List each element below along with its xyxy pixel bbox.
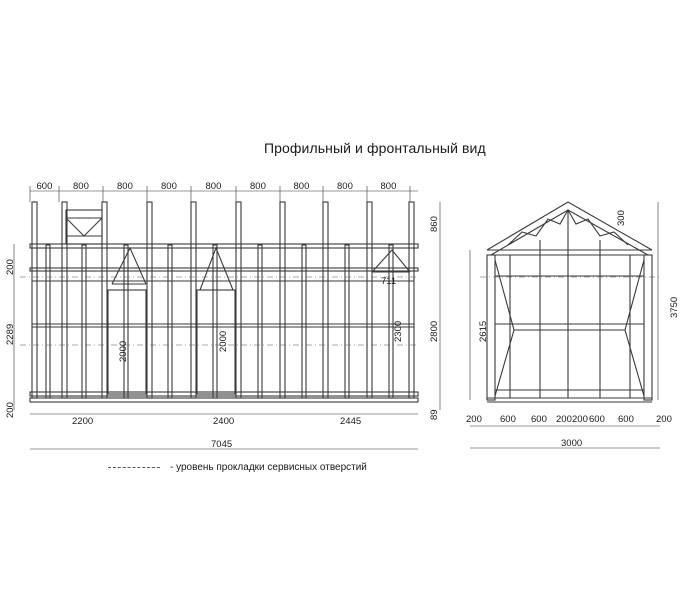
side-top-span-label: 800 [381,181,397,192]
side-top-span-label: 800 [250,181,266,192]
front-span-6: 600 [618,414,634,425]
side-right-dim-mid: 2800 [429,321,440,342]
side-left-dim-bottom: 200 [5,402,16,418]
side-top-span-label: 800 [117,181,133,192]
side-view-frame [20,201,419,403]
side-bottom-span-3: 2445 [340,416,361,427]
side-top-span-label: 800 [294,181,310,192]
side-top-span-label: 800 [206,181,222,192]
front-span-5: 600 [589,414,605,425]
side-bottom-span-1: 2200 [72,416,93,427]
legend-dash-line [108,466,160,468]
front-span-2: 600 [531,414,547,425]
front-dimensions [469,202,660,449]
door-height-1: 2000 [118,341,129,362]
door-height-2: 2000 [218,331,229,352]
side-bottom-span-2: 2400 [213,416,234,427]
front-left-height: 2615 [478,321,489,342]
height-2300: 2300 [393,321,404,342]
side-left-dim-mid: 2289 [5,324,16,345]
front-total: 3000 [561,438,582,449]
front-span-4: 200 [572,414,588,425]
side-top-span-label: 800 [337,181,353,192]
side-right-dim-top: 860 [429,216,440,232]
side-top-span-label: 600 [37,181,53,192]
side-dimensions [13,186,441,450]
legend: - уровень прокладки сервисных отверстий [108,462,367,473]
front-side-dim-left: 200 [466,414,482,425]
legend-text: - уровень прокладки сервисных отверстий [170,462,367,473]
side-top-span-label: 800 [161,181,177,192]
side-left-dim-top: 200 [5,259,16,275]
front-ridge-dim: 300 [616,210,627,226]
front-span-3: 200 [556,414,572,425]
front-span-1: 600 [500,414,516,425]
window-width: 711 [381,276,396,287]
front-side-dim-right: 200 [656,414,672,425]
side-right-dim-bottom: 89 [429,409,440,420]
front-right-height: 3750 [669,297,680,318]
side-total: 7045 [211,439,232,450]
page-title: Профильный и фронтальный вид [264,140,486,156]
side-top-span-label: 800 [73,181,89,192]
front-view-frame [486,201,653,403]
